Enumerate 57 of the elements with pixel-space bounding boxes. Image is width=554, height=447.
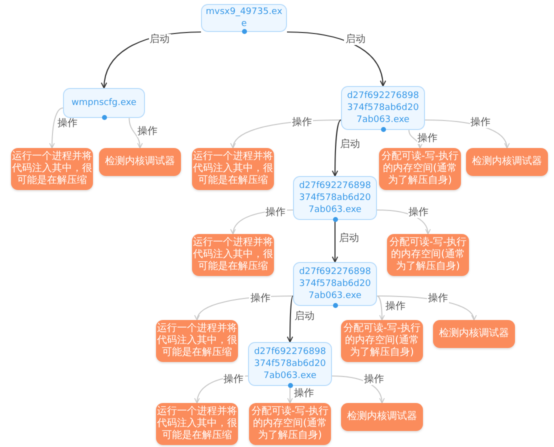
edge-label: 操作 — [416, 132, 439, 144]
arrow — [376, 296, 385, 320]
behavior-text: 运行一个进程并将代码注入其中，很可能是在解压缩 — [157, 406, 237, 442]
edge-label: 操作 — [408, 207, 430, 218]
arrow — [332, 220, 338, 262]
behavior-text: 检测内核调试器 — [439, 328, 509, 340]
edge-label: 操作 — [427, 292, 450, 304]
arrow — [286, 296, 294, 342]
behavior-box — [466, 148, 548, 176]
process-name: mvsx9_49735.exe — [205, 6, 283, 30]
arrow — [286, 31, 386, 86]
edge-label: 操作 — [293, 388, 315, 400]
arrow — [376, 296, 476, 320]
process-name: d27f692276898374f578ab6d207ab063.exe — [298, 266, 372, 302]
edge-label: 启动 — [344, 34, 366, 45]
behavior-text: 检测内核调试器 — [472, 156, 542, 168]
arrow — [287, 386, 293, 404]
behavior-text: 运行一个进程并将代码注入其中，很可能是在解压缩 — [193, 151, 273, 187]
edge-label: 操作 — [291, 117, 314, 128]
edge-label: 启动 — [293, 310, 316, 322]
edge-label: 操作 — [136, 126, 159, 138]
process-name: d27f692276898374f578ab6d207ab063.exe — [253, 346, 327, 382]
process-node — [63, 88, 145, 118]
process-name: d27f692276898374f578ab6d207ab063.exe — [346, 90, 420, 126]
behavior-text: 分配可读-写-执行的内存空间(通常为了解压自身) — [342, 323, 422, 359]
arrow — [376, 210, 430, 234]
behavior-text: 分配可读-写-执行的内存空间(通常为了解压自身) — [380, 151, 460, 187]
edge-label: 操作 — [56, 118, 79, 130]
behavior-box — [99, 148, 181, 176]
edge-label: 操作 — [222, 374, 245, 386]
arrow — [408, 130, 422, 148]
edge-label: 操作 — [249, 292, 272, 304]
edge-label: 操作 — [264, 207, 287, 218]
arrow — [424, 120, 510, 148]
edge-label: 操作 — [363, 374, 385, 386]
behavior-text: 运行一个进程并将代码注入其中，很可能是在解压缩 — [12, 151, 92, 187]
edge-label: 启动 — [338, 139, 361, 150]
arrow — [49, 108, 64, 148]
edge-label: 操作 — [384, 300, 406, 312]
behavior-text: 运行一个进程并将代码注入其中，很可能是在解压缩 — [157, 323, 237, 359]
arrow — [332, 120, 342, 176]
process-node — [201, 4, 287, 32]
arrow — [101, 31, 202, 88]
arrow — [332, 376, 384, 404]
edge-label: 操作 — [470, 117, 492, 128]
process-name: d27f692276898374f578ab6d207ab063.exe — [298, 180, 372, 216]
behavior-box — [341, 403, 423, 431]
behavior-text: 检测内核调试器 — [347, 411, 417, 423]
behavior-text: 分配可读-写-执行的内存空间(通常为了解压自身) — [250, 406, 330, 442]
behavior-box — [433, 320, 515, 348]
edge-label: 启动 — [338, 233, 360, 244]
edge-label: 启动 — [148, 34, 171, 46]
behavior-text: 分配可读-写-执行的内存空间(通常为了解压自身) — [388, 237, 468, 273]
behavior-text: 运行一个进程并将代码注入其中，很可能是在解压缩 — [193, 237, 273, 273]
behavior-text: 检测内核调试器 — [105, 156, 175, 168]
process-name: wmpnscfg.exe — [72, 97, 136, 109]
arrow — [128, 118, 143, 148]
